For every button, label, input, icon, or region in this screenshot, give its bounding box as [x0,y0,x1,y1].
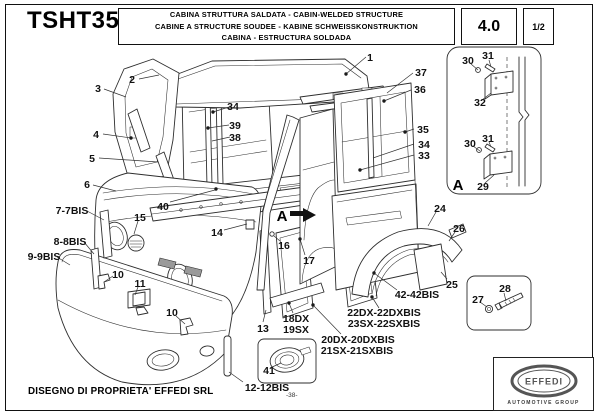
callout-1: 1 [367,52,373,64]
model-code: TSHT35 [27,7,120,34]
callout-34r: 34 [418,139,430,151]
front-emblem [127,234,145,252]
callout-10a: 10 [112,269,124,281]
door-frame [331,82,420,291]
callout-2: 2 [129,74,135,86]
callout-24: 24 [434,203,446,215]
callout-18: 18DX [283,313,309,325]
detail-inset-foglamp [257,338,317,384]
inset-a-box [446,46,542,195]
callout-32: 32 [474,97,486,109]
title-line-fr-de: CABINE A STRUCTURE SOUDEE - KABINE SCHWE… [155,21,418,31]
callout-16: 16 [278,240,290,252]
callout-37: 37 [415,67,427,79]
callout-19: 19SX [283,324,309,336]
callout-27: 27 [472,294,484,306]
callout-3: 3 [95,83,101,95]
detail-inset-a [446,46,542,195]
callout-35: 35 [417,124,429,136]
callout-labels: 1 2 3 4 5 6 7-7BIS 8-8BIS 9-9BIS 10 11 1… [28,50,511,394]
section-number-box: 4.0 [461,8,517,45]
bracket-11 [127,288,151,316]
callout-34m: 34 [227,101,239,113]
callout-6: 6 [84,179,90,191]
page-border [5,4,593,411]
washer-27 [484,304,494,314]
sheet-number-box: 1/2 [523,8,554,45]
callout-7: 7-7BIS [56,205,89,217]
callout-14: 14 [211,227,223,239]
brand-logo-icon: EFFEDI [510,364,577,397]
callout-39: 39 [229,120,241,132]
callout-30t: 30 [462,55,474,67]
title-line-es: CABINA - ESTRUCTURA SOLDADA [221,33,352,43]
callout-42: 42-42BIS [395,289,439,301]
callout-12: 12-12BIS [245,382,289,394]
callout-11: 11 [134,278,145,290]
title-line-it-en: CABINA STRUTTURA SALDATA - CABIN-WELDED … [169,10,404,20]
callout-40: 40 [157,201,169,213]
callout-31t: 31 [482,50,494,62]
wheel-arch-parts [351,223,467,298]
callout-31b: 31 [482,133,494,145]
mud-flap-25 [413,243,448,291]
brand-logo-box: EFFEDI AUTOMOTIVE GROUP [493,357,594,411]
callout-20: 20DX-20DXBIS [321,334,395,346]
view-marker-a: A [277,208,288,225]
inset-marker-a: A [453,177,464,194]
corner-strip-7 [99,209,113,259]
door-pillar [518,56,530,187]
fog-lamp-41 [269,347,305,373]
bolt-16 [269,231,275,237]
rear-wall-panel [181,79,274,197]
property-note: DISEGNO DI PROPRIETA' EFFEDI SRL [28,386,214,397]
callout-10b: 10 [166,307,178,319]
callout-36: 36 [414,84,426,96]
callout-25: 25 [446,279,458,291]
brand-logo-text: EFFEDI [524,376,562,386]
grille-slots [157,257,203,278]
a-pillar-strip [256,114,300,291]
callout-23: 23SX-22SXBIS [348,318,420,330]
detail-inset-screws [466,275,532,331]
sill-18-19 [269,282,325,308]
callout-28: 28 [499,283,511,295]
callout-38: 38 [229,132,241,144]
callout-22: 22DX-22DXBIS [347,307,421,319]
callout-26: 26 [453,223,465,235]
page-number: -38- [286,392,298,399]
callout-9: 9-9BIS [28,251,61,263]
brand-logo-caption: AUTOMOTIVE GROUP [507,399,580,406]
small-brackets [90,209,275,377]
callout-41: 41 [263,365,275,377]
callout-15: 15 [134,212,146,224]
callout-13: 13 [257,323,269,335]
callout-5: 5 [89,153,95,165]
callout-4: 4 [93,129,99,141]
clip-14 [245,219,255,230]
callout-17: 17 [303,255,315,267]
bumper-end-strip-12 [223,335,232,377]
screw-28 [494,292,524,311]
callout-29: 29 [477,181,489,193]
callout-8: 8-8BIS [54,236,87,248]
pin-31-bottom [484,143,496,153]
callout-33: 33 [418,150,430,162]
callout-21: 21SX-21SXBIS [321,345,393,357]
leader-lines [56,56,507,383]
callout-30b: 30 [464,138,476,150]
title-box: CABINA STRUTTURA SALDATA - CABIN-WELDED … [118,8,455,45]
pin-31-top [484,63,496,73]
view-direction-arrow [290,208,316,222]
